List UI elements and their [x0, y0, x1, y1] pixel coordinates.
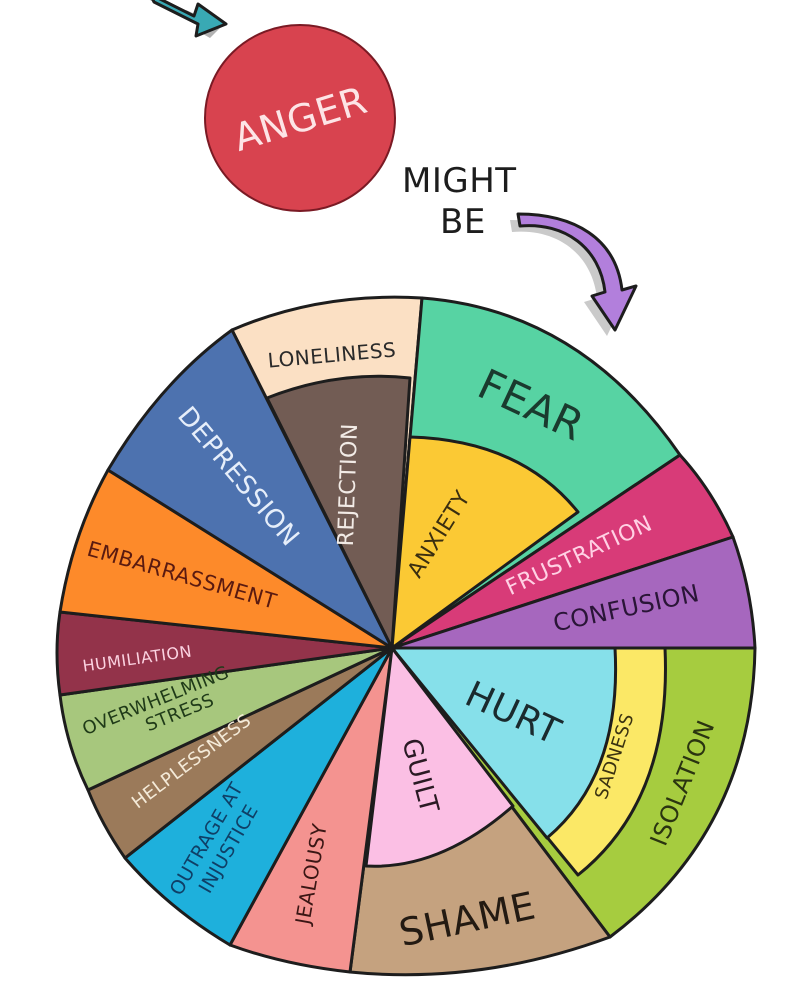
segment-jealousy — [228, 646, 394, 974]
emotion-wheel: LONELINESS REJECTION FEAR ANXIETY FRUSTR… — [55, 295, 757, 977]
segment-humiliation — [55, 610, 394, 697]
might-label: MIGHT — [402, 161, 517, 201]
segment-confusion — [390, 535, 757, 650]
teal-arrow-icon — [149, 0, 228, 38]
anger-circle: ANGER — [204, 24, 396, 212]
be-label: BE — [440, 202, 486, 242]
segment-frustration — [390, 453, 735, 650]
label-rejection: REJECTION — [334, 423, 363, 547]
segment-hurt — [390, 646, 618, 840]
purple-curved-arrow-icon — [510, 212, 638, 336]
segment-outrage-at-injustice — [123, 646, 394, 947]
segment-depression — [106, 328, 394, 650]
wheel-center — [388, 644, 396, 652]
segment-rejection — [265, 374, 412, 650]
segment-anxiety — [390, 435, 580, 650]
segment-guilt — [364, 646, 515, 868]
segment-embarrassment — [58, 468, 394, 650]
